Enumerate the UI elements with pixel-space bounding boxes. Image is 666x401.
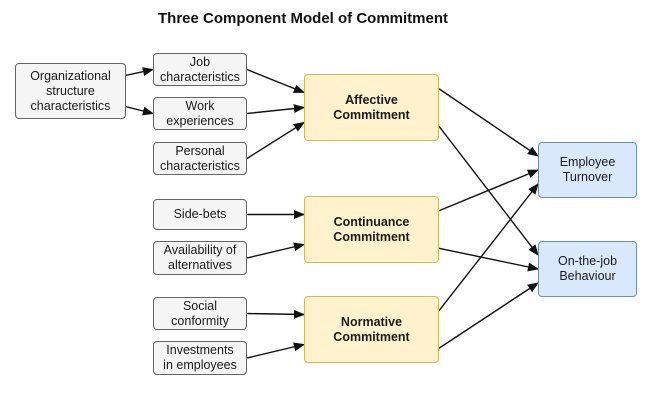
arrow-org_structure-to-work_experiences <box>125 106 155 116</box>
investments-in-employees-label: Investments in employees <box>163 343 237 372</box>
work-experiences-label: Work experiences <box>166 98 234 128</box>
personal-characteristics-node: Personal characteristics <box>153 142 247 175</box>
availability-of-alternatives-label: Availability of alternatives <box>163 243 237 272</box>
availability-of-alternatives-node: Availability of alternatives <box>153 241 247 275</box>
job-characteristics-node: Job characteristics <box>153 53 247 86</box>
org-structure-node: Organizational structure characteristics <box>15 63 126 119</box>
on-the-job-behaviour-node: On-the-job Behaviour <box>538 241 637 297</box>
side-bets-label: Side-bets <box>173 207 227 221</box>
employee-turnover-node: Employee Turnover <box>538 142 637 198</box>
arrow-org_structure-to-job_characteristics <box>125 67 155 77</box>
employee-turnover-label: Employee Turnover <box>559 155 616 184</box>
org-structure-label: Organizational structure characteristics <box>30 68 111 113</box>
side-bets-node: Side-bets <box>153 199 247 230</box>
on-the-job-behaviour-label: On-the-job Behaviour <box>557 254 618 283</box>
arrow-availability_of_alternatives-to-continuance_commitment <box>246 242 306 259</box>
arrow-continuance_commitment-to-on_the_job_behaviour <box>438 247 540 272</box>
arrow-job_characteristics-to-affective_commitment <box>246 68 306 94</box>
arrow-social_conformity-to-normative_commitment <box>246 309 306 319</box>
social-conformity-label: Social conformity <box>171 298 229 328</box>
social-conformity-node: Social conformity <box>153 297 247 330</box>
arrow-normative_commitment-to-on_the_job_behaviour <box>438 282 539 349</box>
arrow-personal_characteristics-to-affective_commitment <box>246 121 305 160</box>
arrow-normative_commitment-to-employee_turnover <box>438 183 539 312</box>
continuance-commitment-node: Continuance Commitment <box>304 196 439 263</box>
investments-in-employees-node: Investments in employees <box>153 341 247 375</box>
diagram-title: Three Component Model of Commitment <box>158 10 448 27</box>
continuance-commitment-label: Continuance Commitment <box>333 214 410 244</box>
affective-commitment-label: Affective Commitment <box>333 92 410 122</box>
normative-commitment-node: Normative Commitment <box>304 296 439 363</box>
arrow-affective_commitment-to-employee_turnover <box>438 88 539 157</box>
personal-characteristics-label: Personal characteristics <box>160 143 240 173</box>
job-characteristics-label: Job characteristics <box>160 54 240 84</box>
work-experiences-node: Work experiences <box>153 97 247 130</box>
arrow-continuance_commitment-to-employee_turnover <box>438 169 540 212</box>
affective-commitment-node: Affective Commitment <box>304 74 439 141</box>
arrow-work_experiences-to-affective_commitment <box>246 104 306 115</box>
arrow-investments_in_employees-to-normative_commitment <box>246 342 306 359</box>
normative-commitment-label: Normative Commitment <box>333 314 410 344</box>
